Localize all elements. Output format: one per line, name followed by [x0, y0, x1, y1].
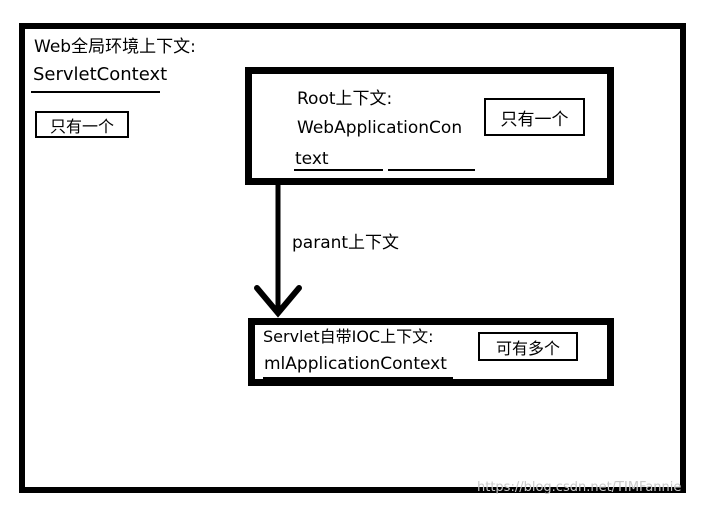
only-one-badge-left: 只有一个	[35, 111, 129, 138]
can-have-many-badge: 可有多个	[478, 332, 578, 361]
only-one-badge-root-label: 只有一个	[500, 109, 569, 130]
can-have-many-badge-label: 可有多个	[495, 338, 560, 358]
servlet-ioc-context-box: Servlet自带IOC上下文: mlApplicationContext 可有…	[248, 318, 614, 386]
root-context-box: Root上下文: WebApplicationCon text 只有一个	[245, 67, 614, 185]
only-one-badge-root: 只有一个	[484, 98, 585, 136]
root-context-line2: WebApplicationCon	[297, 118, 463, 138]
web-global-context-title: Web全局环境上下文:	[34, 37, 196, 57]
servlet-ioc-underline	[263, 377, 453, 379]
servlet-ioc-line2: mlApplicationContext	[264, 354, 447, 374]
parent-arrow-down-icon	[254, 184, 302, 318]
root-context-underline-1	[294, 169, 383, 171]
root-context-line3: text	[295, 149, 329, 169]
servlet-ioc-line1: Servlet自带IOC上下文:	[263, 327, 434, 346]
root-context-underline-2	[388, 169, 475, 171]
outer-boundary-box	[19, 23, 686, 493]
servletcontext-underline	[31, 91, 160, 93]
servletcontext-label: ServletContext	[33, 64, 168, 85]
only-one-badge-left-label: 只有一个	[49, 116, 114, 136]
watermark-url: https://blog.csdn.net/TIMFannie	[477, 480, 682, 495]
parent-context-arrow-label: parant上下文	[292, 233, 400, 253]
root-context-line1: Root上下文:	[297, 89, 393, 109]
